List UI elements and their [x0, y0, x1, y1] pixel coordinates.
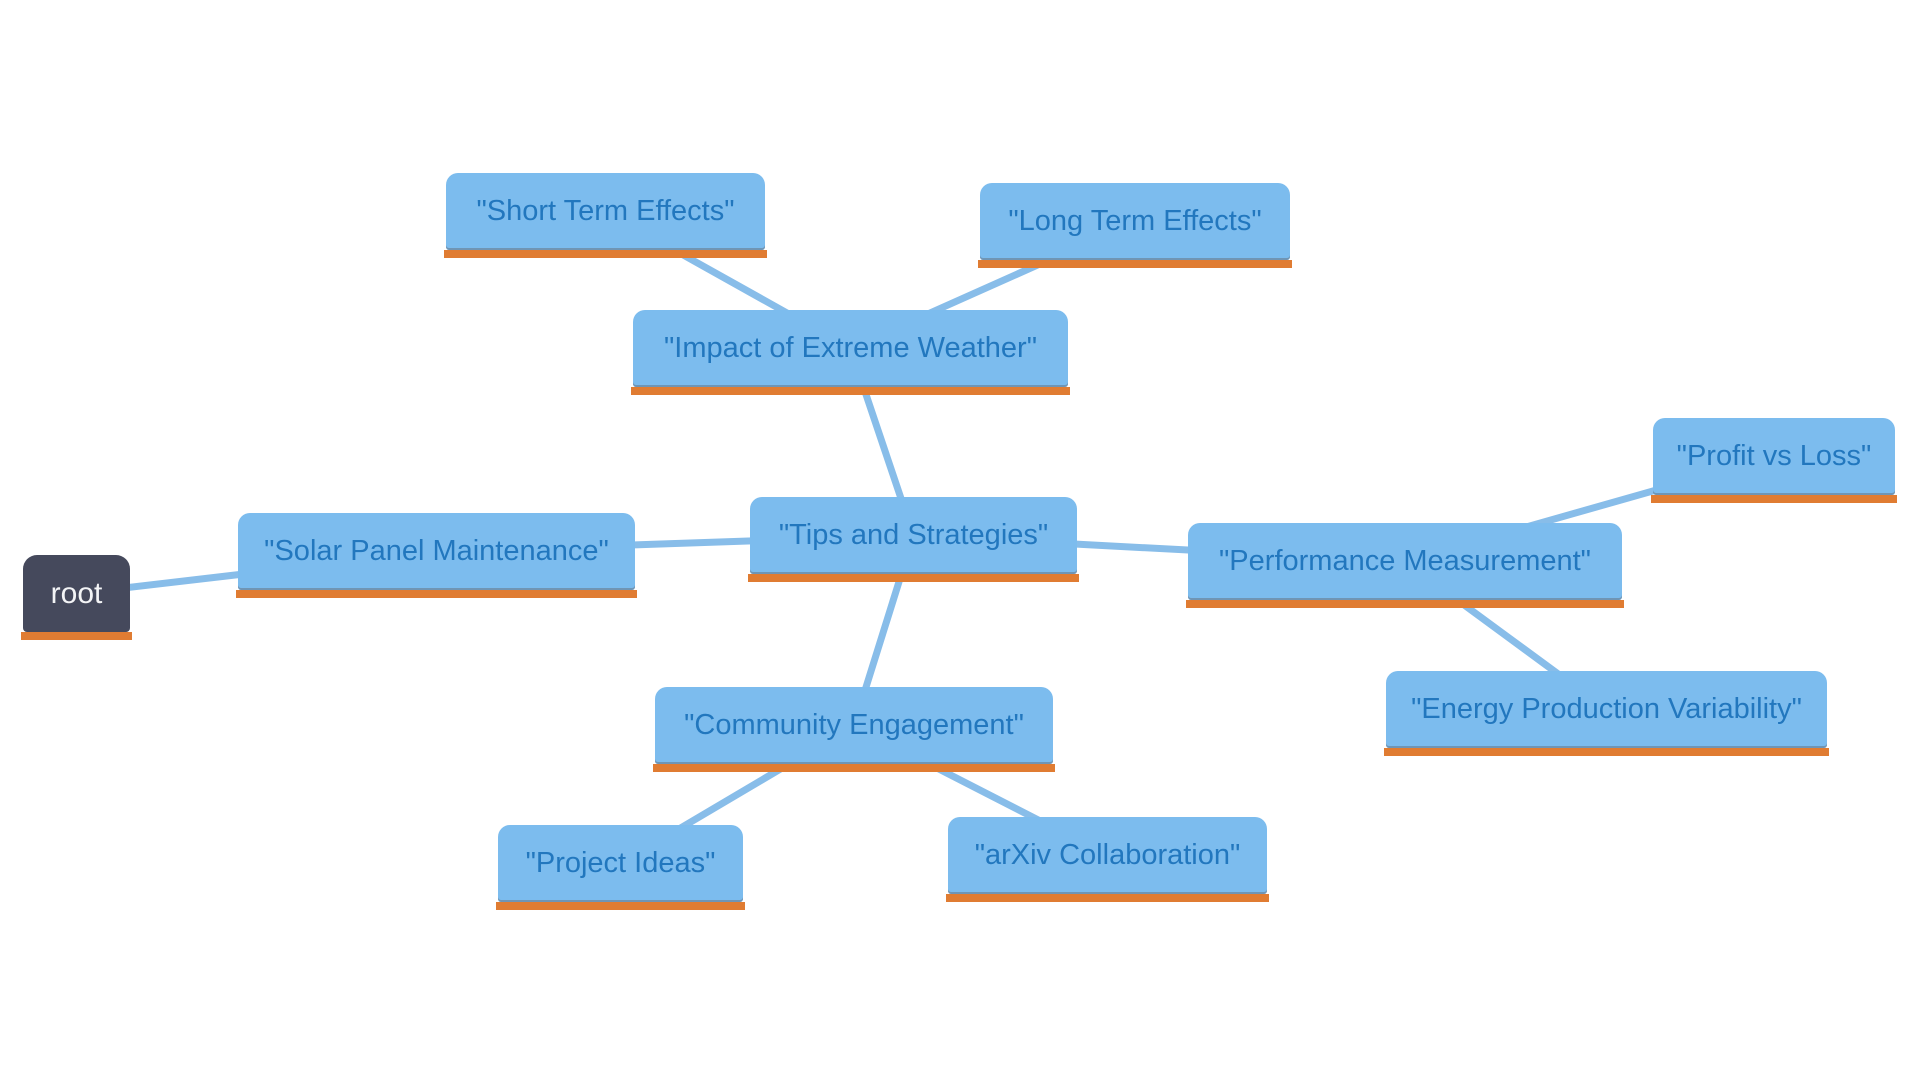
mindmap-node-profit-vs-loss: "Profit vs Loss"	[1651, 418, 1897, 503]
node-label-tips-and-strategies: "Tips and Strategies"	[778, 519, 1049, 551]
mindmap-node-tips-and-strategies: "Tips and Strategies"	[748, 497, 1079, 582]
node-label-profit-vs-loss: "Profit vs Loss"	[1676, 440, 1872, 472]
mindmap-node-arxiv-collaboration: "arXiv Collaboration"	[946, 817, 1269, 902]
node-label-performance-measurement: "Performance Measurement"	[1219, 545, 1591, 577]
node-label-short-term-effects: "Short Term Effects"	[476, 195, 735, 227]
node-label-solar-panel-maintenance: "Solar Panel Maintenance"	[264, 535, 609, 567]
node-label-project-ideas: "Project Ideas"	[525, 847, 716, 879]
mindmap-node-short-term-effects: "Short Term Effects"	[444, 173, 767, 258]
mindmap-node-energy-production-variability: "Energy Production Variability"	[1384, 671, 1829, 756]
mindmap-node-community-engagement: "Community Engagement"	[653, 687, 1055, 772]
node-label-root: root	[50, 576, 103, 610]
mindmap-node-long-term-effects: "Long Term Effects"	[978, 183, 1292, 268]
mindmap-node-root: root	[21, 555, 132, 640]
mindmap-node-solar-panel-maintenance: "Solar Panel Maintenance"	[236, 513, 637, 598]
node-label-energy-production-variability: "Energy Production Variability"	[1411, 693, 1802, 725]
node-label-community-engagement: "Community Engagement"	[684, 709, 1024, 741]
node-label-long-term-effects: "Long Term Effects"	[1008, 205, 1262, 237]
node-label-arxiv-collaboration: "arXiv Collaboration"	[974, 839, 1241, 871]
node-label-impact-of-extreme-weather: "Impact of Extreme Weather"	[663, 332, 1038, 364]
mindmap-node-performance-measurement: "Performance Measurement"	[1186, 523, 1624, 608]
mindmap-node-impact-of-extreme-weather: "Impact of Extreme Weather"	[631, 310, 1070, 395]
mindmap-node-project-ideas: "Project Ideas"	[496, 825, 745, 910]
